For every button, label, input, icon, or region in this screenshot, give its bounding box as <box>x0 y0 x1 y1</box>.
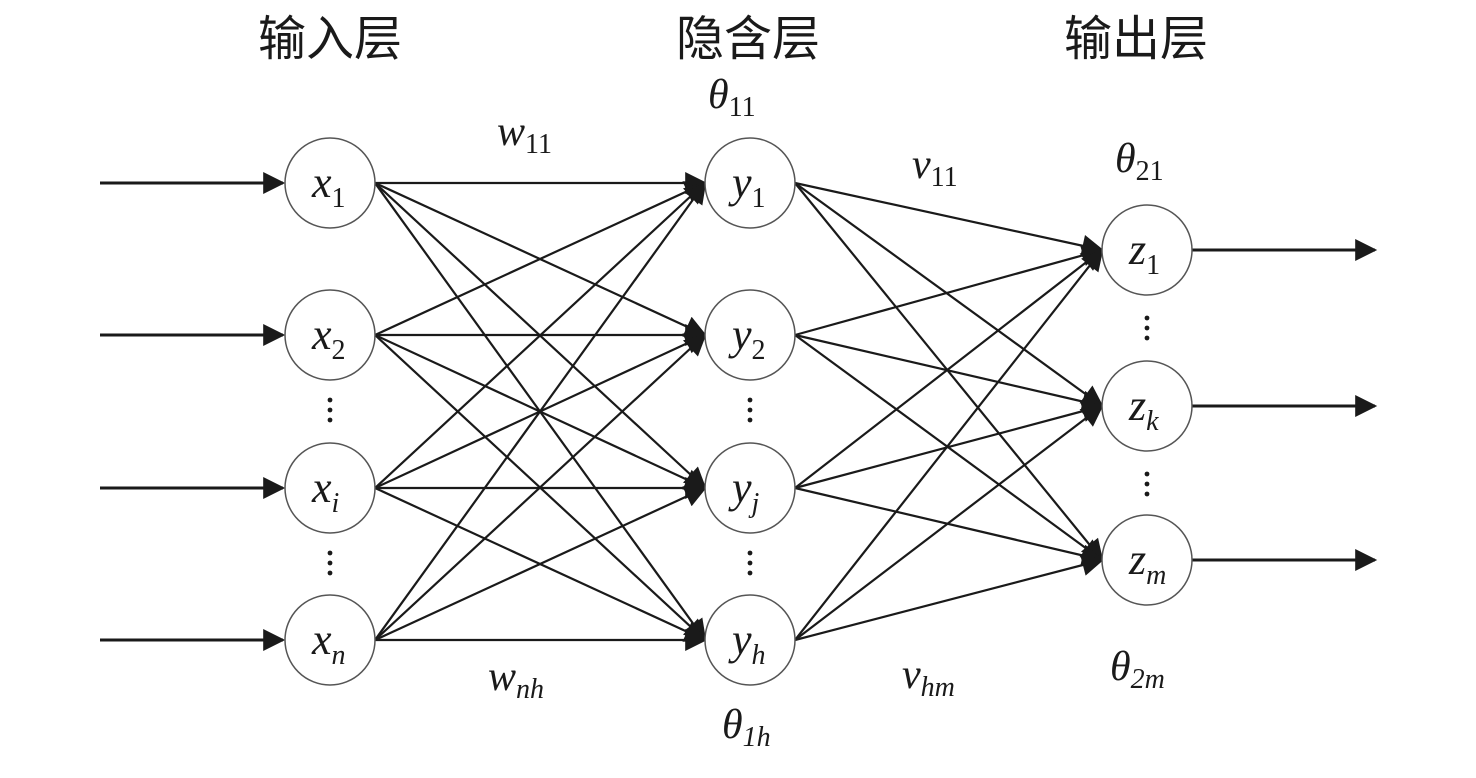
output-node-zk: zk <box>1101 360 1193 452</box>
output-node-circle <box>1101 204 1193 296</box>
connection-edges <box>374 172 1105 651</box>
edge-xn-y1 <box>374 181 707 641</box>
edge-yj-zk <box>794 400 1105 490</box>
input-node-label: x2 <box>311 310 346 366</box>
input-node-circle <box>284 137 376 229</box>
hidden-node-yj: yj <box>704 442 796 534</box>
hidden-node-circle <box>704 137 796 229</box>
edge-xn-y2 <box>374 333 707 641</box>
output-node-circle <box>1101 360 1193 452</box>
input-node-x2: x2 <box>284 289 376 381</box>
output-node-zm: zm <box>1101 514 1193 606</box>
input-node-label: xn <box>311 615 346 671</box>
edge-yh-zk <box>794 404 1104 641</box>
output-node-circle <box>1101 514 1193 606</box>
output-node-label: zk <box>1128 381 1159 437</box>
output-node-label: z1 <box>1128 225 1160 281</box>
edge-xn-yj <box>374 486 707 641</box>
input-node-circle <box>284 289 376 381</box>
edge-xi-y1 <box>374 181 707 489</box>
hidden-node-label: yh <box>728 615 766 671</box>
weight-label-v11: v11 <box>912 142 958 193</box>
edge-y2-zk <box>794 333 1105 413</box>
edge-x2-y1 <box>374 181 707 336</box>
hidden-layer-title: 隐含层 <box>676 11 820 67</box>
weight-label-w11: w11 <box>497 109 552 160</box>
hidden-ellipsis-lower <box>747 550 753 576</box>
hidden-node-yh: yh <box>704 594 796 686</box>
input-node-xn: xn <box>284 594 376 686</box>
threshold-label-theta2m: θ2m <box>1110 644 1165 695</box>
threshold-label-theta21: θ21 <box>1115 136 1164 187</box>
output-node-label: zm <box>1128 535 1166 591</box>
hidden-ellipsis-upper <box>747 397 753 423</box>
output-node-z1: z1 <box>1101 204 1193 296</box>
edge-yh-zm <box>794 554 1105 642</box>
input-ellipsis-upper <box>327 397 333 423</box>
io-arrows <box>100 172 1378 651</box>
hidden-node-y2: y2 <box>704 289 796 381</box>
ellipsis-dots <box>327 315 1150 576</box>
output-ellipsis-upper <box>1144 315 1150 341</box>
edge-yh-z1 <box>794 248 1104 641</box>
input-layer-title: 输入层 <box>258 11 402 67</box>
input-node-circle <box>284 594 376 686</box>
threshold-label-theta11: θ11 <box>708 72 756 123</box>
edge-y1-z1 <box>794 181 1105 257</box>
edge-y2-z1 <box>794 244 1105 337</box>
input-node-xi: xi <box>284 442 376 534</box>
hidden-node-circle <box>704 594 796 686</box>
output-ellipsis-lower <box>1144 471 1150 497</box>
input-node-circle <box>284 442 376 534</box>
input-ellipsis-lower <box>327 550 333 576</box>
input-node-x1: x1 <box>284 137 376 229</box>
hidden-node-circle <box>704 442 796 534</box>
weight-label-wnh: wnh <box>488 654 544 705</box>
hidden-node-circle <box>704 289 796 381</box>
weight-label-vhm: vhm <box>902 652 955 703</box>
hidden-node-y1: y1 <box>704 137 796 229</box>
output-layer-title: 输出层 <box>1064 11 1208 67</box>
input-node-label: xi <box>311 463 339 519</box>
neuron-nodes: x1 x2 xi xn y1 y2 yj yh z1 zk zm <box>284 137 1193 686</box>
edge-yj-z1 <box>794 248 1104 489</box>
input-node-label: x1 <box>311 158 346 214</box>
edge-y1-zk <box>794 182 1104 408</box>
hidden-node-label: y2 <box>728 310 766 366</box>
threshold-label-theta1h: θ1h <box>722 702 771 753</box>
hidden-node-label: yj <box>728 463 760 519</box>
hidden-node-label: y1 <box>728 158 766 214</box>
